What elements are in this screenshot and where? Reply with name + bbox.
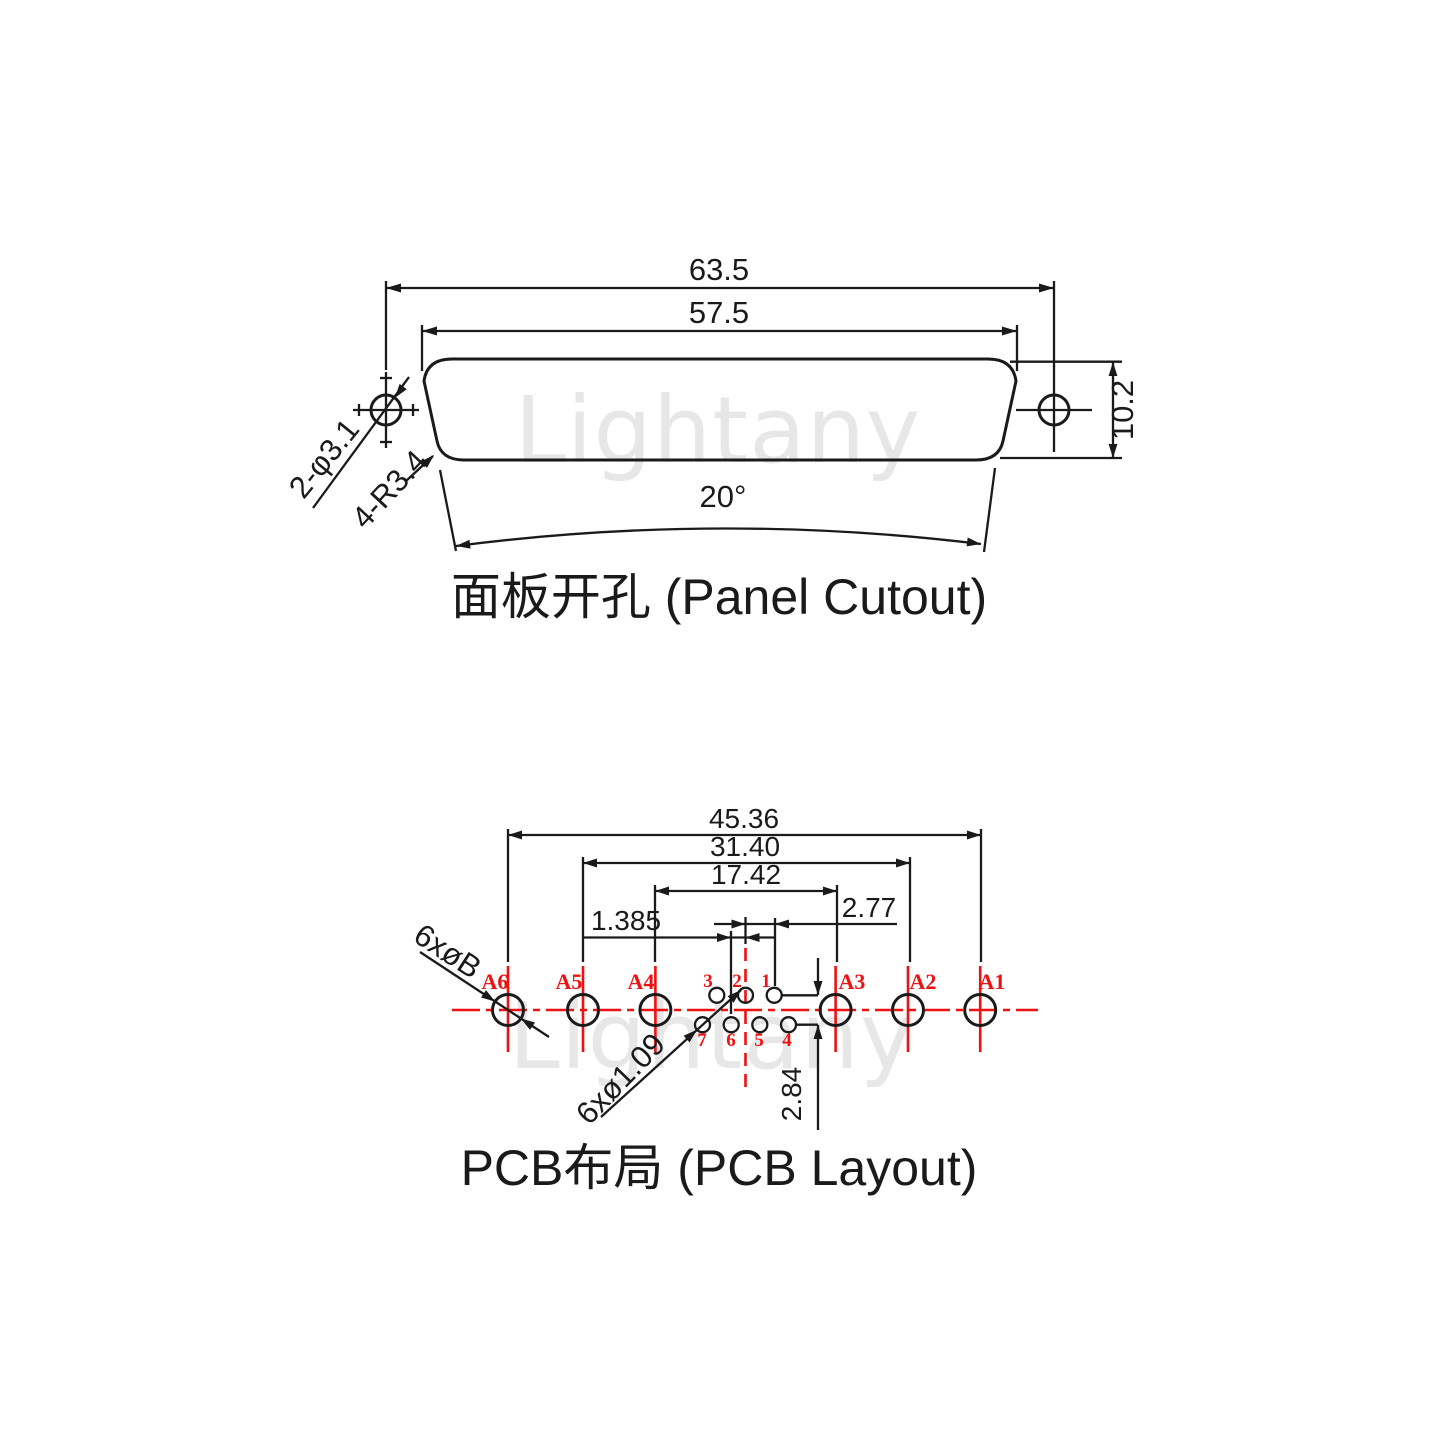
dim-2_84: 2.84: [776, 958, 823, 1130]
label-pin-1: 1: [761, 971, 771, 992]
dim-17_42-text: 17.42: [711, 859, 781, 890]
label-pin-7: 7: [697, 1030, 707, 1051]
big-holes: [491, 993, 998, 1027]
hole-a4: [638, 993, 673, 1027]
pin-7: [693, 1016, 712, 1034]
pin-6: [722, 1016, 740, 1034]
dim-57_5: 57.5: [420, 295, 1019, 371]
dim-1_385: 1.385: [584, 905, 774, 942]
label-pin-4: 4: [782, 1030, 792, 1051]
pin-5: [751, 1016, 769, 1034]
dim-2_84-text: 2.84: [776, 1067, 807, 1122]
dim-20deg-text: 20°: [700, 479, 747, 514]
dim-2_77-text: 2.77: [842, 892, 897, 923]
label-pin-6: 6: [726, 1030, 736, 1051]
hole-a1: [963, 993, 998, 1027]
dim-63_5: 63.5: [384, 252, 1056, 370]
label-a4: A4: [628, 969, 655, 994]
pin-2: [736, 986, 755, 1004]
hole-labels: A6 A5 A4 A3 A2 A1 3 2 1 7 6 5 4: [482, 969, 1006, 1051]
dim-1_385-text: 1.385: [591, 905, 661, 936]
panel-cutout-view: Lightany 63.5 57.5: [282, 252, 1140, 625]
pin-1: [765, 986, 783, 1004]
dim-63_5-text: 63.5: [689, 252, 749, 287]
label-a5: A5: [556, 969, 583, 994]
hole-a5: [566, 993, 600, 1027]
dim-10_2-text: 10.2: [1105, 380, 1140, 440]
dim-45_36: 45.36: [508, 803, 981, 840]
label-pin-3: 3: [703, 971, 713, 992]
label-corner-radius: 4-R3.4: [345, 443, 434, 535]
label-mount-holes: 2-φ3.1: [282, 412, 366, 505]
hole-a3: [818, 993, 853, 1027]
extension-lines: [506, 829, 983, 1014]
pcb-layout-view: Lightany 45: [408, 803, 1038, 1196]
label-a3: A3: [839, 969, 866, 994]
label-big-holes: 6xøB: [408, 917, 488, 986]
pin-3: [708, 986, 726, 1004]
dim-31_40-text: 31.40: [710, 831, 780, 862]
mount-hole-right: [1016, 366, 1092, 452]
cutout-outline: [422, 357, 1018, 462]
label-a6: A6: [482, 969, 509, 994]
dim-31_40: 31.40: [583, 831, 910, 868]
dim-2_77: 2.77: [714, 892, 897, 929]
dim-57_5-text: 57.5: [689, 295, 749, 330]
label-pin-5: 5: [754, 1030, 764, 1051]
watermark-text-top: Lightany: [515, 377, 922, 484]
hole-a6: [491, 993, 525, 1027]
leader-corner-radius: 4-R3.4: [345, 443, 434, 535]
dim-17_42: 17.42: [655, 859, 837, 896]
label-pin-2: 2: [732, 971, 742, 992]
label-a1: A1: [979, 969, 1006, 994]
pcb-layout-title: PCB布局 (PCB Layout): [461, 1140, 978, 1196]
dim-10_2: 10.2: [1000, 360, 1140, 460]
watermark-text-bottom: Lightany: [509, 983, 916, 1090]
label-a2: A2: [910, 969, 937, 994]
panel-cutout-title: 面板开孔 (Panel Cutout): [451, 569, 987, 625]
hole-a2: [891, 993, 925, 1027]
dim-45_36-text: 45.36: [709, 803, 779, 834]
dim-20deg: 20°: [438, 467, 997, 553]
